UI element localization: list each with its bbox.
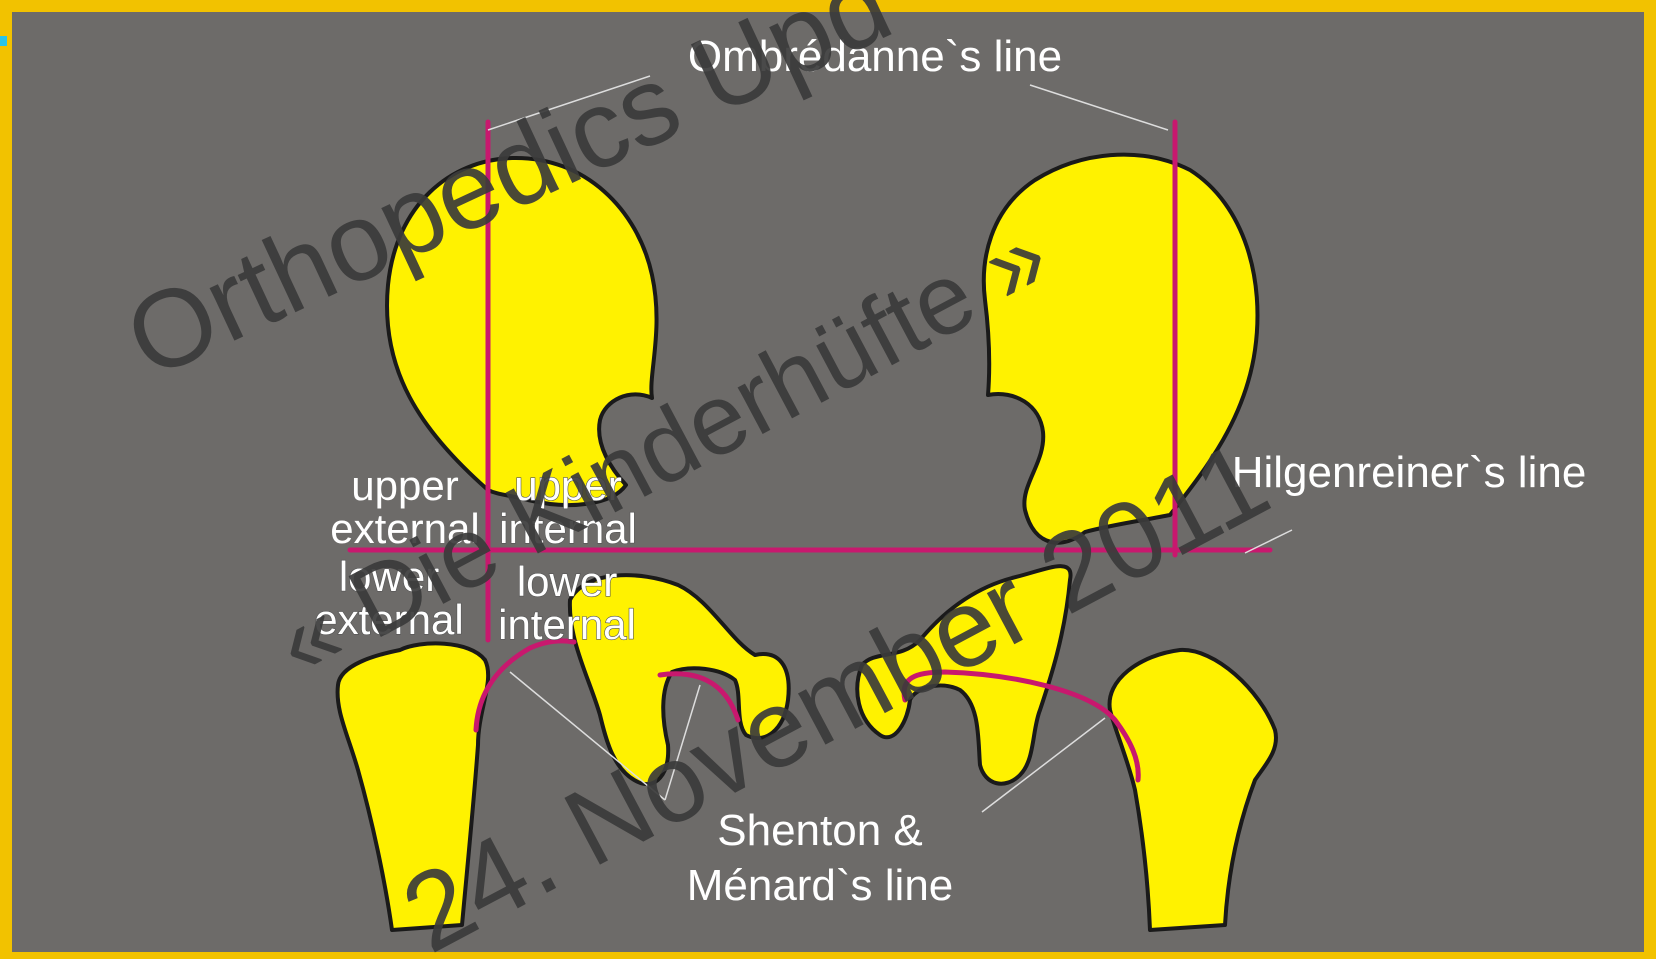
hilgenreiner-label: Hilgenreiner`s line — [1232, 448, 1587, 497]
lower-internal-label-2: internal — [498, 601, 636, 648]
shenton-label-line2: Ménard`s line — [687, 861, 954, 910]
shenton-label-line1: Shenton & — [717, 806, 923, 855]
corner-accent — [0, 36, 7, 46]
